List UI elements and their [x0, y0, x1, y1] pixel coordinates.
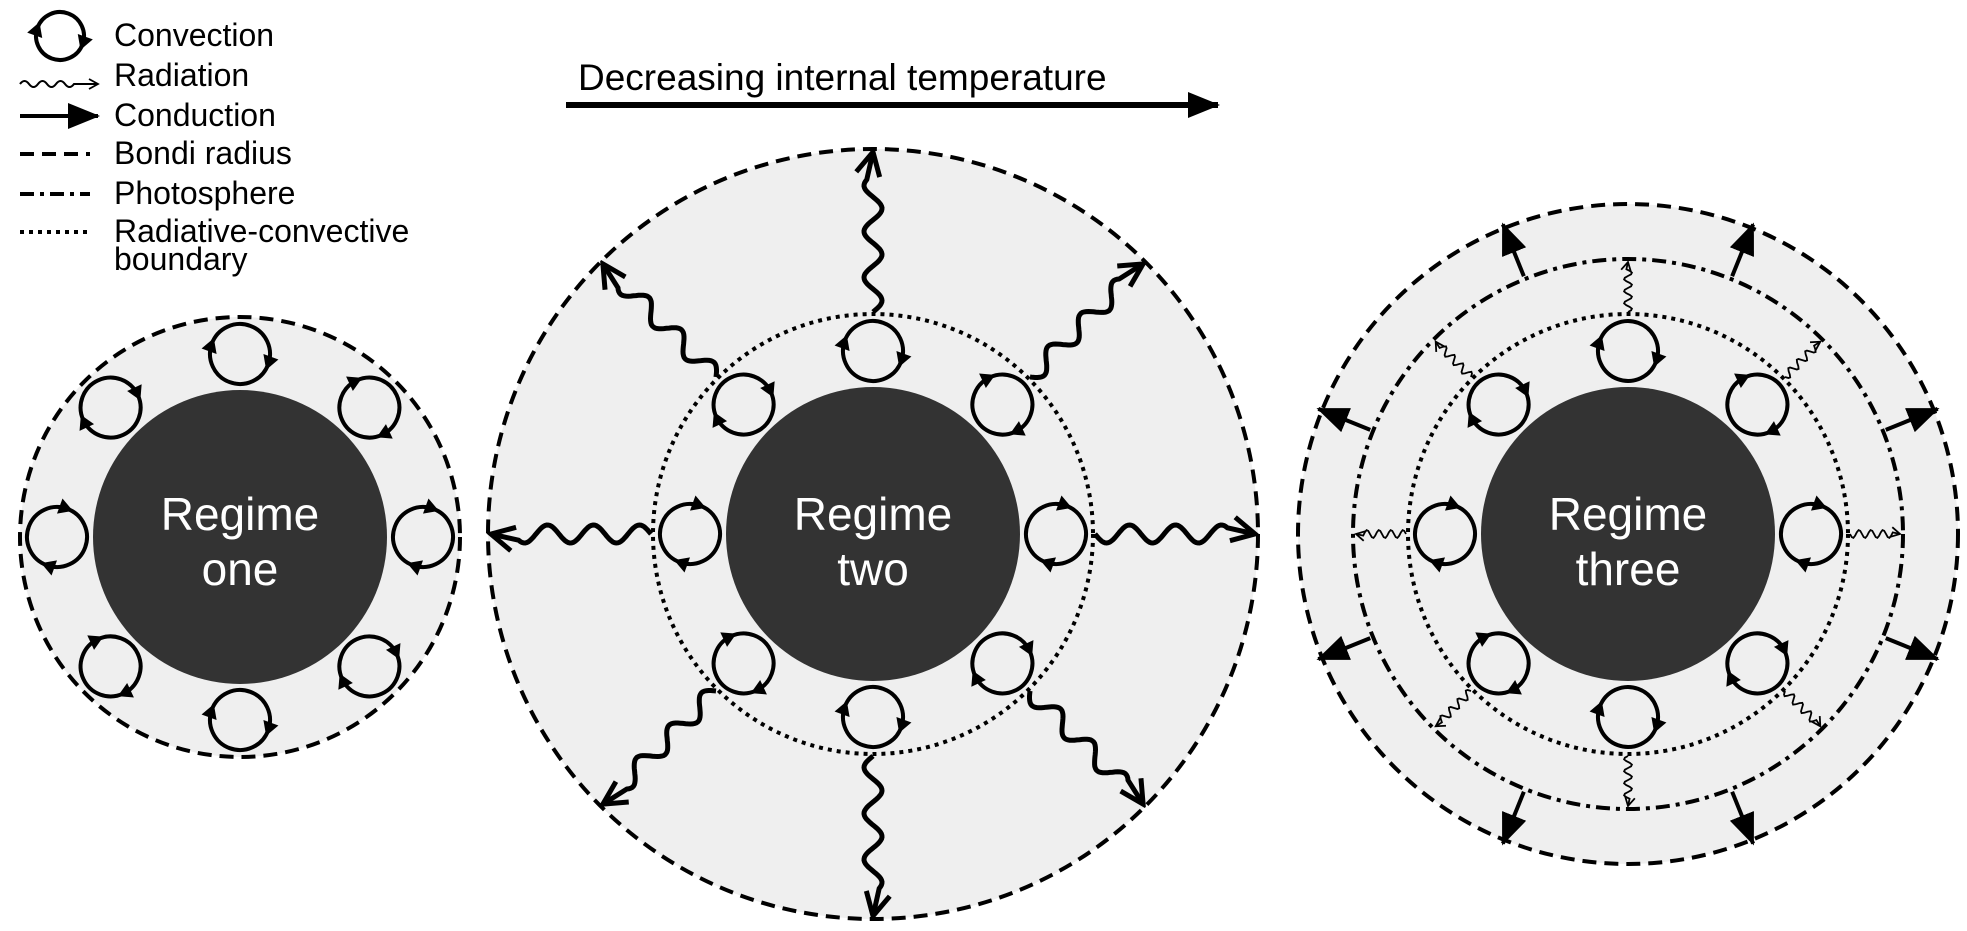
regime-one-convection-icon-7 — [25, 498, 89, 576]
regime-three-radiation-icon-5 — [1622, 755, 1636, 808]
regime-three-radiation-icon-3 — [1849, 526, 1902, 540]
regime-two-convection-icon-4 — [970, 631, 1035, 696]
regime-two-convection-icon-2 — [970, 372, 1035, 437]
regime-three-convection-icon-5 — [1589, 685, 1667, 749]
regime-three-radiation-icon-7 — [1354, 528, 1407, 542]
regime-one-label-line2: one — [202, 543, 279, 595]
regime-three-conduction-icon-7 — [1316, 635, 1371, 661]
regime-two-radiation-icon-1 — [864, 152, 885, 314]
regime-three-convection-icon-3 — [1779, 495, 1843, 573]
regime-three-radiation-icon-1 — [1620, 260, 1634, 313]
legend-convection-icon-arrows — [27, 10, 93, 62]
legend-radiation-icon — [19, 78, 100, 90]
legend-label-convection: Convection — [114, 17, 274, 53]
regime-three-photosphere — [1351, 257, 1905, 811]
regime-three-conduction-icon-2 — [1729, 222, 1755, 277]
regime-three-label-line2: three — [1576, 543, 1681, 595]
temperature-axis-title: Decreasing internal temperature — [578, 57, 1107, 98]
regime-two-label-line1: Regime — [794, 488, 953, 540]
regime-two-convection-icon-3 — [1024, 495, 1088, 573]
regime-three-radiation-icon-4 — [1783, 690, 1822, 728]
regime-two: Regime two — [488, 149, 1258, 919]
regime-three-convection-icon-4 — [1725, 631, 1790, 696]
legend-label-photosphere: Photosphere — [114, 175, 295, 211]
regime-three-core — [1481, 387, 1775, 681]
regime-one-convection-icon-3 — [391, 498, 455, 576]
legend-label-bondi-radius: Bondi radius — [114, 135, 292, 171]
legend: Convection Radiation Conduction Bondi ra… — [19, 10, 409, 277]
regime-three-rcb — [1406, 312, 1850, 756]
regime-three-label-line1: Regime — [1549, 488, 1708, 540]
regime-one: Regime one — [18, 315, 462, 759]
regime-two-core — [726, 387, 1020, 681]
regime-one-convection-icon-6 — [78, 634, 143, 699]
regime-two-radiation-icon-2 — [1029, 264, 1143, 380]
regime-one-convection-icon-8 — [78, 375, 143, 440]
regime-three-radiation-icon-2 — [1784, 340, 1822, 379]
regime-one-core — [93, 390, 387, 684]
regime-three-conduction-icon-5 — [1729, 791, 1755, 846]
regime-two-radiation-icon-8 — [603, 264, 719, 378]
regime-two-convection-icon-5 — [834, 685, 912, 749]
legend-convection-icon — [27, 10, 93, 62]
regime-three-convection-icon-6 — [1466, 631, 1531, 696]
regime-three-convection-icon-8 — [1466, 372, 1531, 437]
regime-two-label-line2: two — [837, 543, 909, 595]
regime-one-convection-icon-2 — [337, 375, 402, 440]
regime-two-convection-icon-7 — [658, 495, 722, 573]
regime-three-convection-icon-7 — [1413, 495, 1477, 573]
regime-two-radiation-icon-5 — [861, 754, 882, 916]
regime-two-convection-icon-8 — [711, 372, 776, 437]
regime-two-convection-icon-1 — [834, 319, 912, 383]
regime-one-convection-icon-5 — [201, 688, 279, 752]
regime-three-radiation-icon-6 — [1434, 689, 1472, 728]
legend-label-rcb: Radiative-convective — [114, 213, 409, 249]
regime-three-radiation-icon-8 — [1434, 340, 1473, 378]
regime-two-radiation-icon-3 — [1093, 525, 1255, 546]
regime-one-label-line1: Regime — [161, 488, 320, 540]
regime-two-radiation-icon-7 — [491, 522, 653, 543]
regime-two-convection-icon-6 — [711, 631, 776, 696]
regime-three-conduction-icon-8 — [1316, 407, 1371, 433]
regime-three-conduction-icon-1 — [1501, 222, 1527, 277]
regime-three: Regime three — [1296, 202, 1960, 866]
regime-one-convection-icon-1 — [201, 322, 279, 386]
legend-label-rcb-line2: boundary — [114, 241, 247, 277]
regime-three-conduction-icon-3 — [1885, 407, 1940, 433]
regime-three-conduction-icon-4 — [1885, 635, 1940, 661]
legend-label-radiation: Radiation — [114, 57, 249, 93]
regime-one-convection-icon-4 — [337, 634, 402, 699]
legend-label-conduction: Conduction — [114, 97, 276, 133]
regime-three-convection-icon-1 — [1589, 319, 1667, 383]
regime-two-rcb — [651, 312, 1095, 756]
regime-three-convection-icon-2 — [1725, 372, 1790, 437]
regime-three-conduction-icon-6 — [1501, 791, 1527, 846]
regime-two-radiation-icon-4 — [1027, 690, 1144, 804]
regime-two-radiation-icon-6 — [603, 688, 717, 805]
